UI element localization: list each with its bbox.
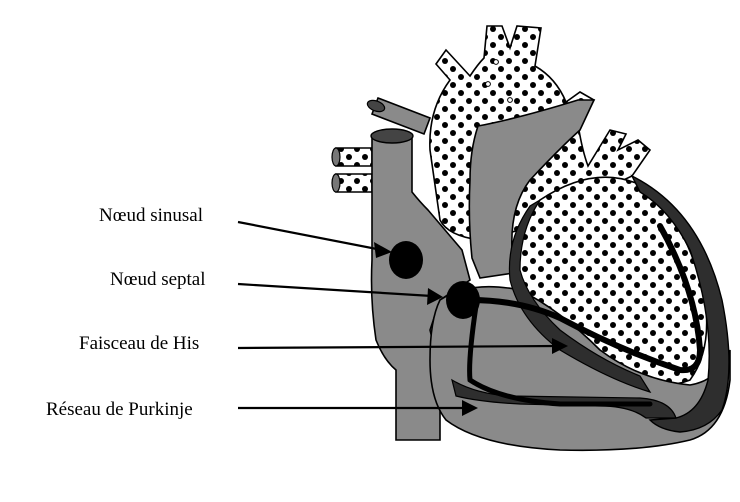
label-bundle-of-his: Faisceau de His bbox=[79, 333, 200, 354]
label-purkinje-network: Réseau de Purkinje bbox=[46, 399, 193, 420]
sinoatrial-node bbox=[389, 241, 423, 279]
arrow-septal bbox=[237, 282, 433, 298]
atrioventricular-node bbox=[446, 281, 480, 319]
arrow-head-his bbox=[552, 338, 568, 354]
arrow-sinus bbox=[237, 220, 383, 252]
leader-arrows bbox=[237, 220, 568, 416]
arrow-head-purkinje bbox=[462, 400, 478, 416]
label-sinoatrial-node: Nœud sinusal bbox=[99, 205, 203, 226]
arrow-his bbox=[237, 344, 557, 350]
label-atrioventricular-node: Nœud septal bbox=[110, 269, 206, 290]
conduction-system bbox=[467, 223, 704, 407]
pulmonary-veins-left bbox=[331, 96, 432, 193]
arrow-head-septal bbox=[427, 288, 443, 305]
arrow-head-sinus bbox=[374, 242, 392, 258]
